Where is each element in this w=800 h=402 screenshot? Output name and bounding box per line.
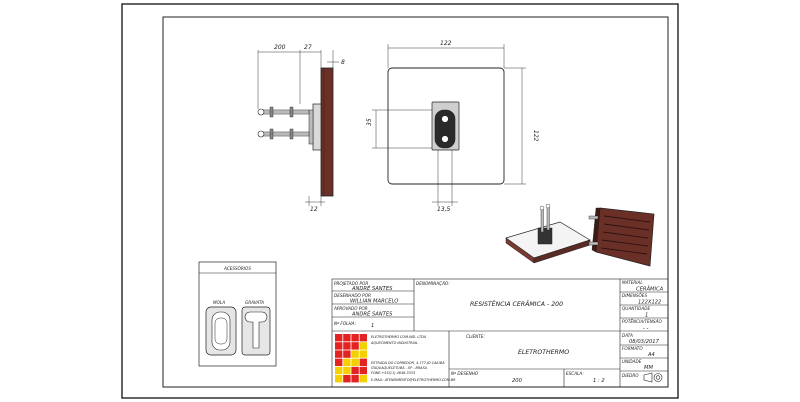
logo-cell: [343, 342, 351, 350]
aprovado-value: ANDRÉ SANTES: [351, 310, 393, 318]
potencia-label: POTÊNCIA/TENSÃO: [622, 319, 662, 324]
folha-label: Nº FOLHA:: [334, 321, 357, 326]
side-view: 200 27 8 12: [257, 44, 345, 213]
company-logo-grid: [335, 334, 367, 383]
potencia-value: - -: [643, 326, 649, 332]
title-block: [331, 278, 669, 388]
formato-value: A4: [647, 352, 655, 358]
iso-view-back: [588, 207, 655, 267]
projetado-value: ANDRÉ SANTES: [351, 284, 393, 292]
folha-value: 1: [371, 323, 374, 329]
data-label: DATA: [622, 333, 633, 338]
logo-cell: [335, 350, 343, 358]
company-tagline: AQUECIMENTO INDUSTRIAL: [370, 341, 418, 345]
denominacao-value: RESISTÊNCIA CERÂMICA - 200: [470, 299, 563, 308]
material-label: MATERIAL: [622, 280, 643, 285]
company-address-2: ITAQUAQUECETUBA - SP - BRASIL: [371, 366, 428, 370]
quantidade-value: 1: [645, 313, 648, 319]
logo-cell: [359, 366, 367, 375]
company-address-1: ESTRADA DO CORREDOR, 4.777-JD CAIUBÁ: [371, 360, 445, 365]
material-value: CERÂMICA: [636, 286, 664, 293]
logo-cell: [359, 375, 367, 383]
logo-cell: [351, 366, 359, 375]
dim-122-top: 122: [440, 40, 452, 47]
projetado-label: PROJETADO POR: [334, 281, 368, 286]
company-phone: FONE:+55(11) 4646-3333: [371, 371, 415, 375]
dim-35: 35: [366, 118, 373, 126]
unidade-label: UNIDADE: [622, 359, 642, 364]
front-view: 122 122 35 13,5: [366, 40, 539, 213]
logo-cell: [335, 358, 343, 366]
logo-cell: [343, 375, 351, 383]
company-name: ELETROTHERMO COM.IND. LTDA: [371, 335, 427, 339]
dimensoes-label: DIMENSÕES: [622, 293, 647, 298]
aprovado-label: APROVADO POR: [333, 306, 368, 311]
desenho-value: 200: [512, 378, 523, 384]
quantidade-label: QUANTIDADE: [622, 306, 650, 311]
logo-cell: [335, 342, 343, 350]
front-terminal-lower: [441, 135, 449, 143]
formato-label: FORMATO: [622, 346, 643, 351]
logo-cell: [343, 358, 351, 366]
logo-cell: [351, 350, 359, 358]
logo-cell: [343, 334, 351, 342]
data-value: 08/03/2017: [629, 339, 660, 345]
escala-value: 1 : 2: [593, 378, 605, 384]
logo-cell: [359, 342, 367, 350]
logo-cell: [335, 366, 343, 375]
escala-label: ESCALA:: [566, 371, 584, 376]
dim-200: 200: [274, 44, 286, 51]
logo-cell: [335, 334, 343, 342]
front-terminal-upper: [441, 115, 449, 123]
dim-122-right: 122: [532, 130, 539, 142]
logo-cell: [359, 358, 367, 366]
logo-cell: [335, 375, 343, 383]
unidade-value: MM: [644, 365, 653, 371]
cliente-label: CLIENTE:: [466, 334, 485, 339]
dim-12-side: 12: [310, 206, 318, 213]
dim-27: 27: [304, 44, 312, 51]
denominacao-label: DENOMINAÇÃO:: [416, 281, 450, 286]
logo-cell: [351, 375, 359, 383]
accessories-box: ACESSÓRIOS MOLA GRAVATA: [198, 261, 277, 367]
first-angle-projection-icon: [643, 372, 663, 383]
accessory-gravata-label: GRAVATA: [245, 300, 264, 305]
dim-13-5: 13,5: [437, 206, 451, 213]
desenho-label: Nº DESENHO: [451, 371, 479, 376]
diedro-label: DIEDRO: [622, 373, 639, 378]
dim-8: 8: [341, 59, 345, 66]
logo-cell: [359, 350, 367, 358]
logo-cell: [343, 366, 351, 375]
desenhado-value: WILLIAN MARCELO: [350, 299, 398, 305]
logo-cell: [351, 334, 359, 342]
iso-view-front: [505, 203, 591, 264]
logo-cell: [351, 358, 359, 366]
company-email: E-MAIL: ATENDIMENTO@ELETROTHERMO.COM.BR: [371, 378, 456, 382]
logo-cell: [359, 334, 367, 342]
dimensoes-value: 122X122: [638, 300, 661, 306]
side-bracket: [312, 103, 322, 151]
accessory-mola-label: MOLA: [213, 300, 225, 305]
cliente-value: ELETROTHERMO: [518, 349, 569, 356]
side-ceramic-plate: [320, 67, 334, 197]
terminal-stud-lower: [257, 128, 310, 140]
title-block-text: PROJETADO POR ANDRÉ SANTES DESENHADO POR…: [333, 280, 664, 384]
desenhado-label: DESENHADO POR: [334, 293, 371, 298]
terminal-stud-upper: [257, 106, 310, 118]
outer-border: [121, 3, 679, 399]
logo-cell: [343, 350, 351, 358]
logo-cell: [351, 342, 359, 350]
accessories-title: ACESSÓRIOS: [223, 266, 251, 271]
